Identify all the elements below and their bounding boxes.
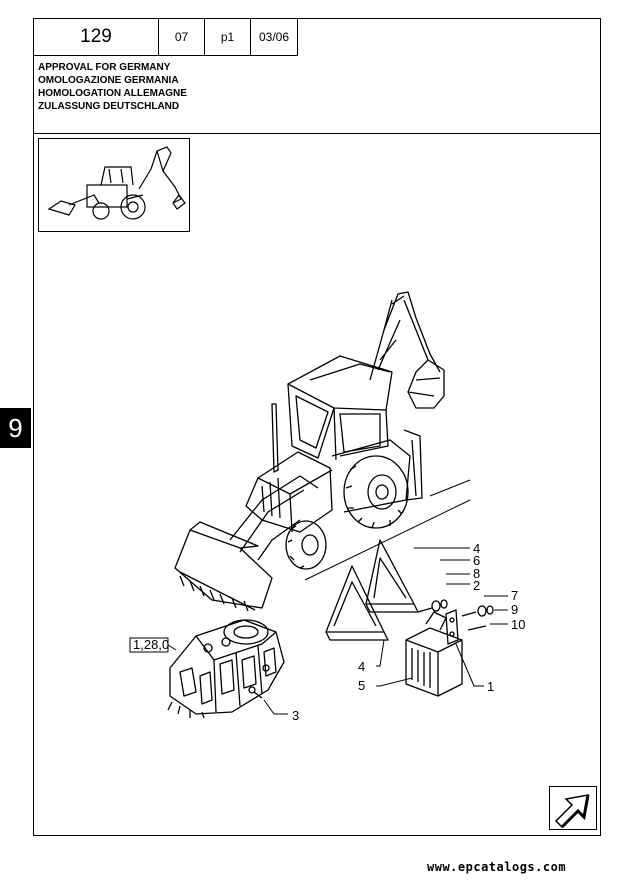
page-frame (33, 18, 601, 836)
title-fr: HOMOLOGATION ALLEMAGNE (38, 88, 187, 99)
header-date: 03/06 (250, 18, 298, 56)
callout-9: 9 (511, 602, 518, 617)
footer-url[interactable]: www.epcatalogs.com (427, 860, 567, 874)
title-divider (33, 133, 601, 134)
title-en: APPROVAL FOR GERMANY (38, 62, 171, 73)
callout-8: 8 (473, 566, 480, 581)
machine-thumbnail (38, 138, 190, 232)
callout-7: 7 (511, 588, 518, 603)
next-page-arrow-icon (554, 794, 590, 829)
next-page-button[interactable] (549, 786, 597, 830)
title-block: APPROVAL FOR GERMANY OMOLOGAZIONE GERMAN… (38, 61, 187, 113)
title-de: ZULASSUNG DEUTSCHLAND (38, 101, 180, 112)
reference-box-label: 1,28,0 (133, 637, 169, 652)
backhoe-loader-thumbnail-icon (47, 146, 186, 220)
title-it: OMOLOGAZIONE GERMANIA (38, 75, 179, 86)
section-tab: 9 (0, 408, 31, 448)
callout-4-bottom: 4 (358, 659, 365, 674)
callout-3: 3 (292, 708, 299, 723)
callout-6: 6 (473, 553, 480, 568)
callout-1: 1 (487, 679, 494, 694)
callout-10: 10 (511, 617, 525, 632)
callout-5: 5 (358, 678, 365, 693)
callout-2: 2 (473, 578, 480, 593)
callout-4-top: 4 (473, 541, 480, 556)
